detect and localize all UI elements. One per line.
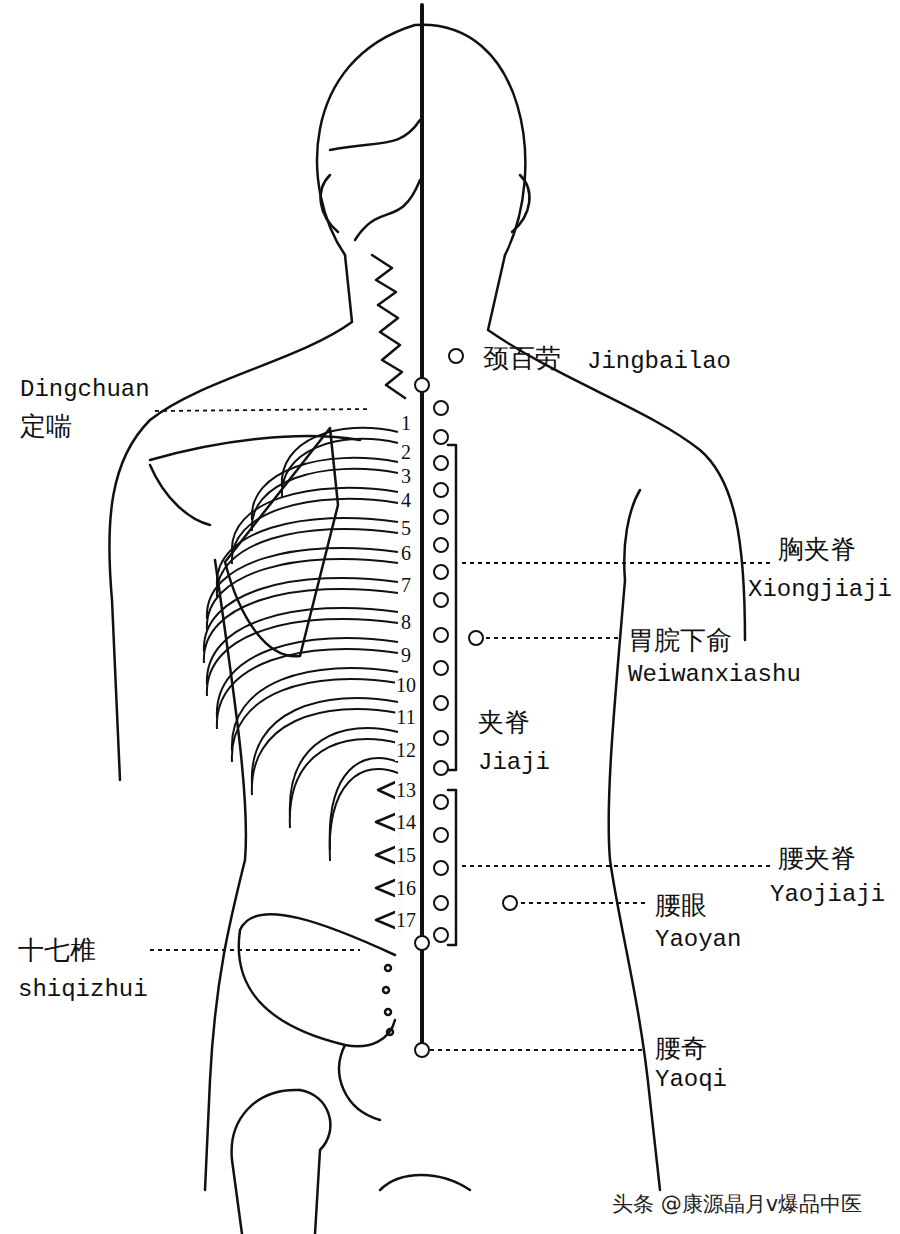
point-name: 胸夹脊 (778, 535, 856, 564)
vertebra-number: 15 (395, 844, 417, 866)
vertebra-number: 4 (400, 489, 412, 511)
acupoint-marker (434, 628, 448, 642)
acupoint-marker (449, 349, 463, 363)
acupoint-marker (469, 631, 483, 645)
watermark: 头条 @康源晶月v爆品中医 (612, 1193, 862, 1216)
acupoint-marker (434, 593, 448, 607)
point-name: 腰眼 (655, 891, 707, 920)
acupoint-marker (434, 928, 448, 942)
acupoint-marker (503, 896, 517, 910)
acupoint-marker (434, 483, 448, 497)
acupoint-marker (434, 896, 448, 910)
rib-line (330, 769, 398, 861)
acupoint-marker (415, 936, 429, 950)
acupoint-marker (434, 861, 448, 875)
acupoint-marker (434, 401, 448, 415)
acupoint-marker (434, 795, 448, 809)
vertebra-number: 10 (395, 674, 417, 696)
rib-line (232, 499, 398, 564)
vertebra-number: 12 (395, 739, 417, 761)
vertebra-number: 16 (395, 877, 417, 899)
rib-line (290, 739, 398, 828)
vertebra-number: 1 (400, 412, 412, 434)
acupoint-marker (434, 761, 448, 775)
point-pinyin: Yaoqi (655, 1067, 727, 1093)
acupoint-marker (434, 565, 448, 579)
vertebra-number: 13 (395, 779, 417, 801)
vertebra-number: 7 (400, 574, 412, 596)
acupoint-marker (434, 828, 448, 842)
vertebra-number: 14 (395, 811, 417, 833)
acupoint-marker (434, 456, 448, 470)
point-name: 定喘 (20, 412, 72, 441)
point-name: 十七椎 (18, 936, 96, 965)
vertebra-number: 9 (400, 644, 412, 666)
rib-line (217, 529, 398, 597)
vertebra-number: 3 (400, 465, 412, 487)
acupoint-marker (434, 538, 448, 552)
point-name: 颈百劳 (483, 344, 561, 373)
acupoint-marker (415, 1043, 429, 1057)
vertebra-number: 5 (400, 517, 412, 539)
point-pinyin: shiqizhui (18, 977, 148, 1003)
point-pinyin: Xiongjiaji (748, 577, 892, 603)
acupoint-marker (434, 731, 448, 745)
acupoint-marker (434, 430, 448, 444)
point-pinyin: Jiaji (478, 750, 550, 776)
point-name: 夹脊 (478, 708, 530, 737)
point-pinyin: Yaoyan (655, 927, 741, 953)
point-pinyin: Weiwanxiashu (628, 662, 801, 688)
point-name: 腰夹脊 (778, 844, 856, 873)
vertebra-number: 6 (400, 542, 412, 564)
acupoint-marker (434, 661, 448, 675)
rib-line (252, 709, 398, 795)
point-pinyin: Jingbailao (587, 349, 731, 375)
point-name: 腰奇 (655, 1034, 707, 1063)
point-pinyin: Yaojiaji (770, 882, 885, 908)
vertebra-number: 8 (400, 611, 412, 633)
vertebra-number: 11 (395, 706, 416, 728)
point-name: 胃脘下俞 (628, 626, 732, 655)
acupoint-marker (434, 510, 448, 524)
acupoint-marker (415, 378, 429, 392)
vertebra-number: 17 (395, 909, 417, 931)
point-pinyin: Dingchuan (20, 377, 150, 403)
vertebra-number: 2 (400, 441, 412, 463)
acupoint-marker (434, 696, 448, 710)
